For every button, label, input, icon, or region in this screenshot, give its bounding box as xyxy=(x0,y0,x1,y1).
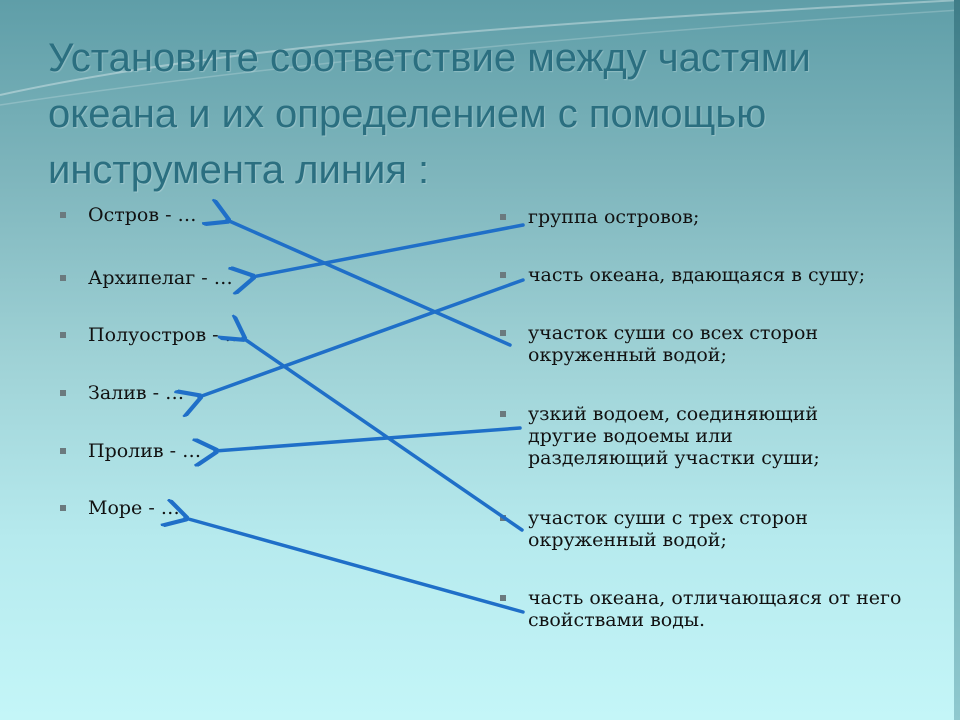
bullet-icon xyxy=(500,272,506,278)
definitions-list: группа островов; часть океана, вдающаяся… xyxy=(500,206,901,631)
definition-item: узкий водоем, соединяющий другие водоемы… xyxy=(500,403,878,469)
bullet-icon xyxy=(60,448,66,454)
term-label: Море - … xyxy=(88,497,180,519)
bullet-icon xyxy=(500,595,506,601)
match-arrow[interactable] xyxy=(227,220,512,347)
bullet-icon xyxy=(60,332,66,338)
term-item: Архипелаг - … xyxy=(60,267,244,289)
definition-item: часть океана, вдающаяся в сушу; xyxy=(500,264,900,286)
term-item: Полуостров - … xyxy=(60,324,244,346)
bullet-icon xyxy=(500,214,506,220)
definition-label: группа островов; xyxy=(528,206,700,228)
slide-title: Установите соответствие между частями ок… xyxy=(48,36,811,192)
definition-label: часть океана, отличающаяся от него свойс… xyxy=(528,587,902,631)
bullet-icon xyxy=(60,275,66,281)
match-arrow[interactable] xyxy=(185,518,525,614)
match-arrow[interactable] xyxy=(252,223,525,277)
decorative-wave xyxy=(0,0,960,106)
term-item: Залив - … xyxy=(60,382,244,404)
definition-label: участок суши со всех сторон окруженный в… xyxy=(528,322,819,366)
bullet-icon xyxy=(60,390,66,396)
term-label: Пролив - … xyxy=(88,440,202,462)
bullet-icon xyxy=(500,411,506,417)
terms-list: Остров - … Архипелаг - … Полуостров - … … xyxy=(60,204,244,519)
term-item: Пролив - … xyxy=(60,440,244,462)
term-label: Архипелаг - … xyxy=(88,267,233,289)
bullet-icon xyxy=(500,330,506,336)
bullet-icon xyxy=(60,505,66,511)
definition-label: часть океана, вдающаяся в сушу; xyxy=(528,264,866,286)
slide-edge xyxy=(954,0,960,720)
match-arrow[interactable] xyxy=(199,278,525,397)
term-item: Море - … xyxy=(60,497,244,519)
definition-item: участок суши со всех сторон окруженный в… xyxy=(500,322,858,366)
definition-label: участок суши с трех сторон окруженный во… xyxy=(528,507,808,551)
definition-label: узкий водоем, соединяющий другие водоемы… xyxy=(528,403,820,469)
definition-item: группа островов; xyxy=(500,206,900,228)
definition-item: участок суши с трех сторон окруженный во… xyxy=(500,507,858,551)
match-arrow[interactable] xyxy=(243,338,524,532)
definition-item: часть океана, отличающаяся от него свойс… xyxy=(500,587,908,631)
bullet-icon xyxy=(60,212,66,218)
term-label: Залив - … xyxy=(88,382,185,404)
term-label: Полуостров - … xyxy=(88,324,244,346)
match-arrow[interactable] xyxy=(215,426,522,451)
term-label: Остров - … xyxy=(88,204,197,226)
term-item: Остров - … xyxy=(60,204,244,226)
